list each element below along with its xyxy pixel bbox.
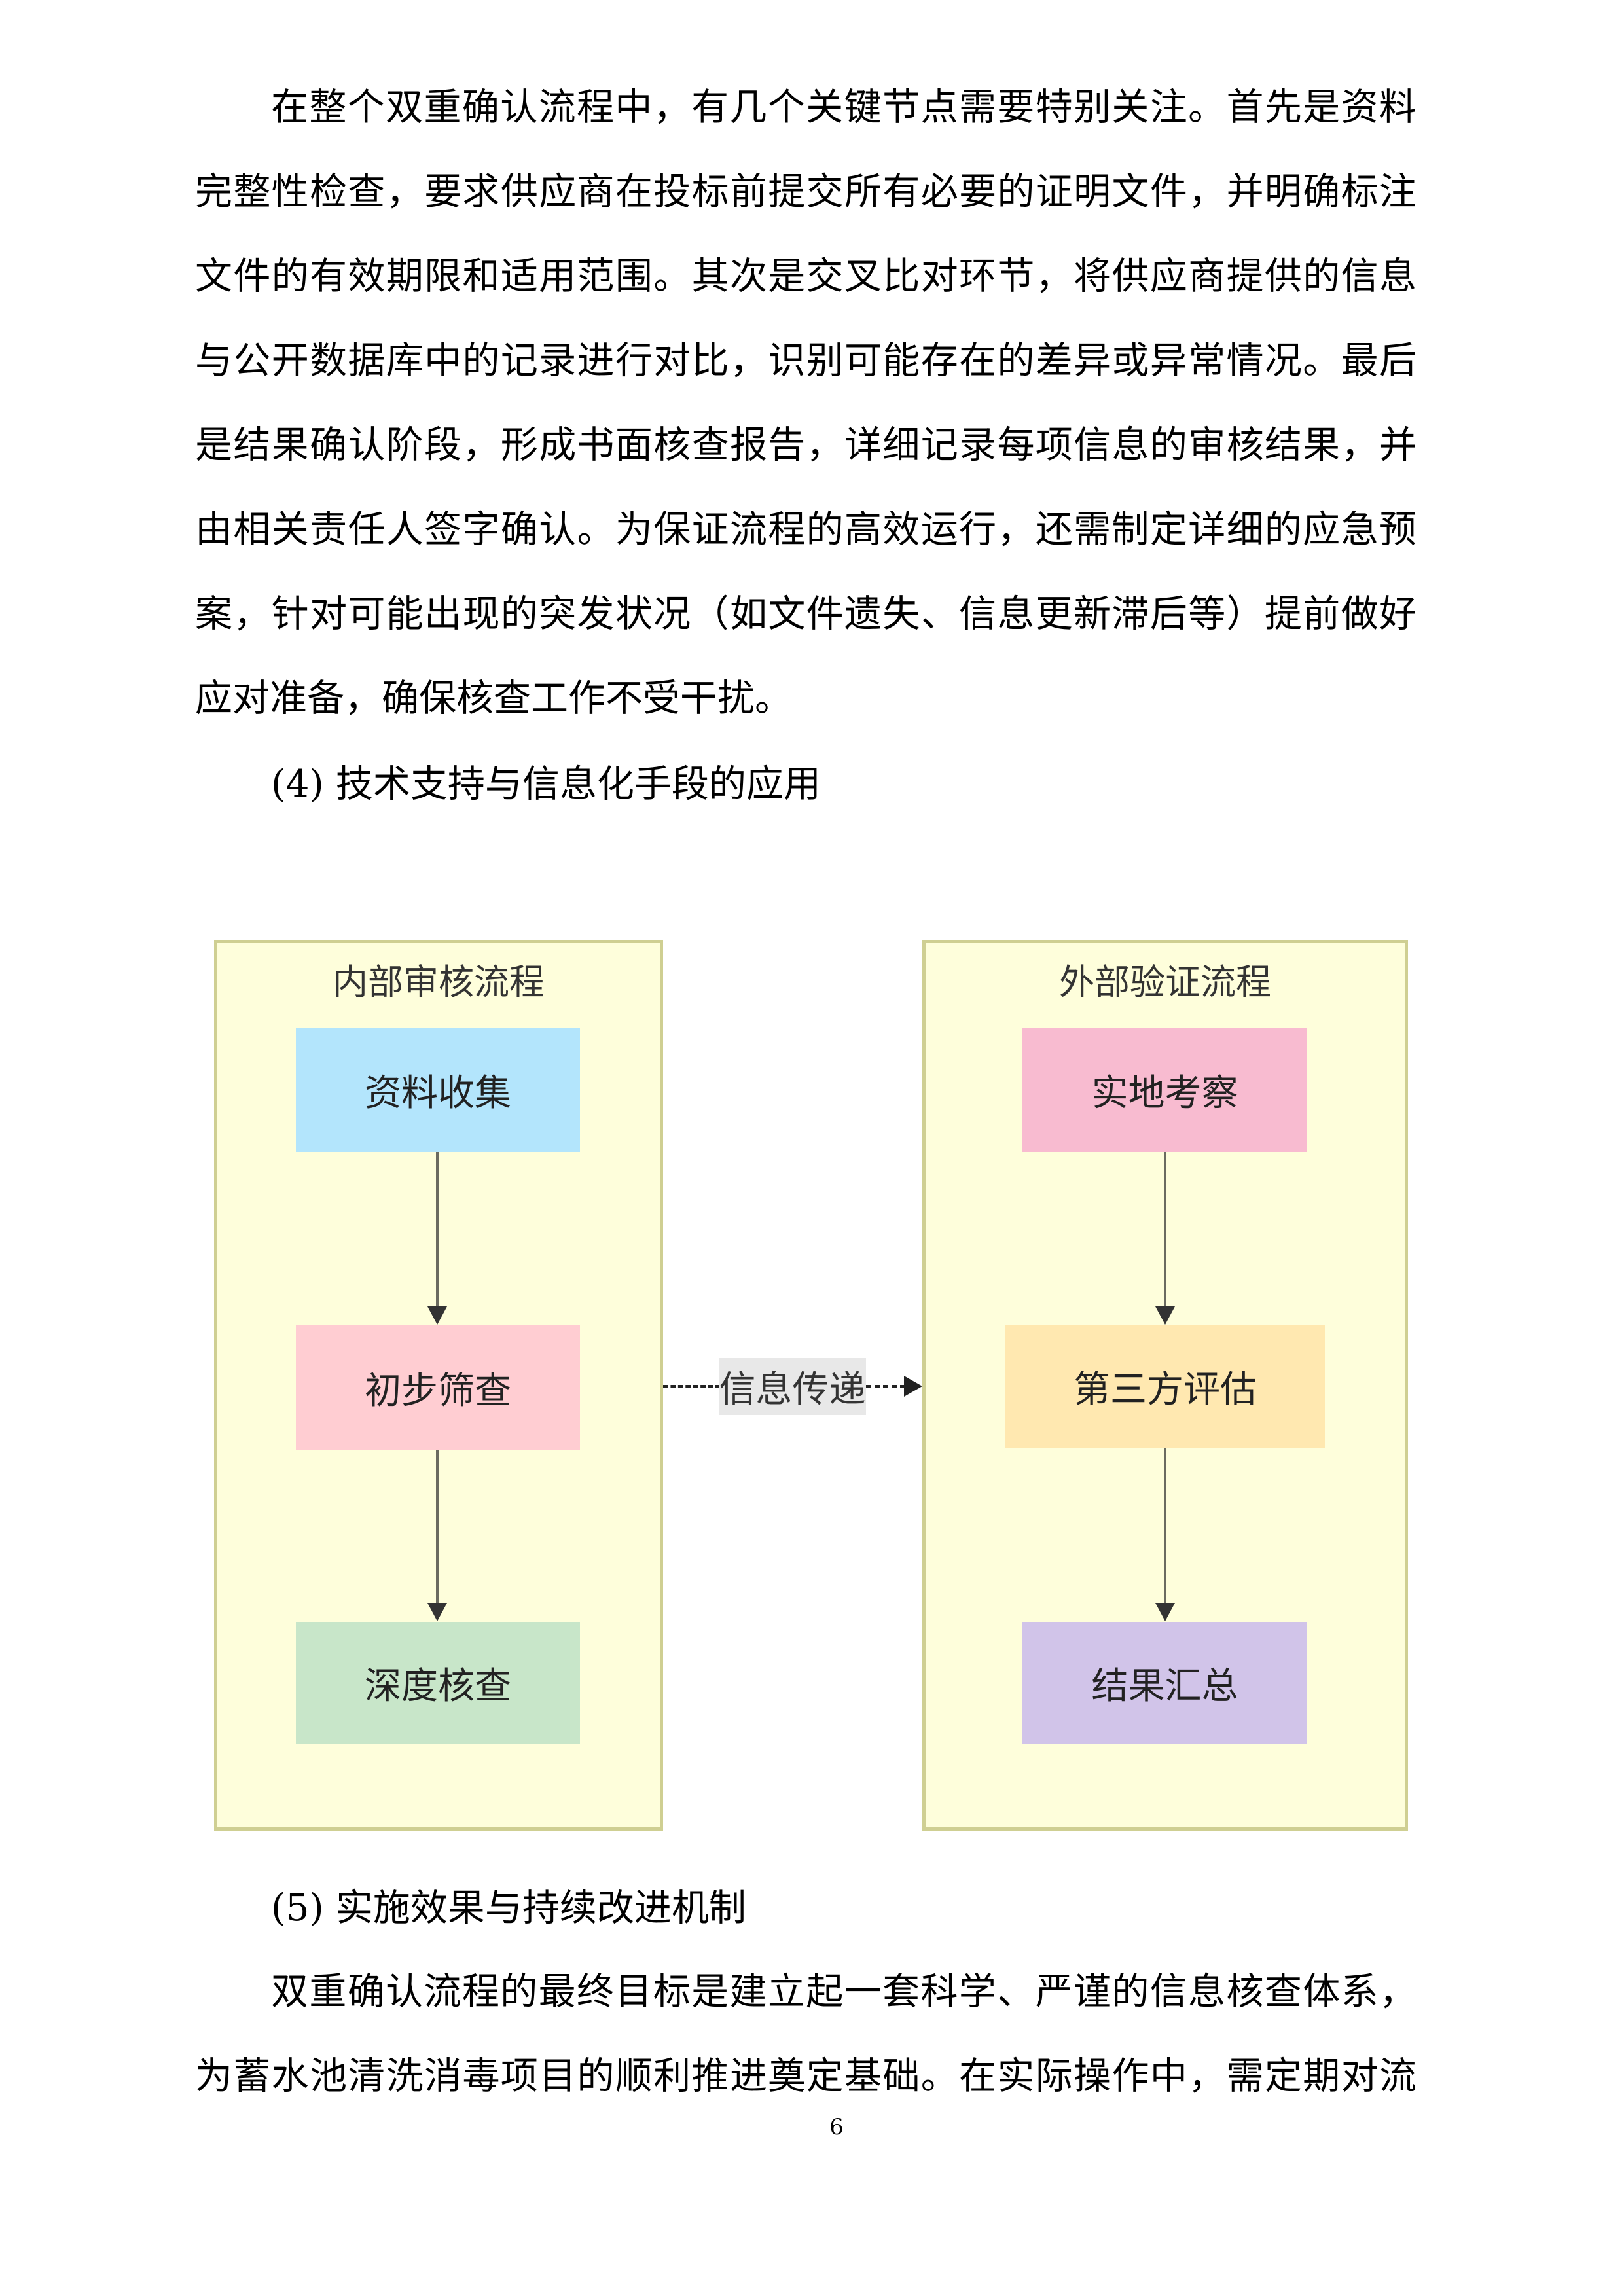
paragraph-line: 完整性检查，要求供应商在投标前提交所有必要的证明文件，并明确标注 [195,170,1416,213]
section-heading-4: (4) 技术支持与信息化手段的应用 [271,762,821,806]
section-heading-5: (5) 实施效果与持续改进机制 [271,1886,746,1929]
arrow-down-icon [1155,1603,1175,1621]
dashed-connector [866,1385,905,1388]
node-result-summary: 结果汇总 [1022,1622,1307,1744]
paragraph-line: 与公开数据库中的记录进行对比，识别可能存在的差异或异常情况。最后 [195,339,1416,382]
paragraph-line: 为蓄水池清洗消毒项目的顺利推进奠定基础。在实际操作中，需定期对流 [195,2054,1416,2098]
page-number: 6 [829,2114,844,2140]
node-in-depth-check: 深度核查 [296,1622,580,1744]
node-preliminary-screening: 初步筛查 [296,1325,580,1450]
paragraph-line: 文件的有效期限和适用范围。其次是交叉比对环节，将供应商提供的信息 [195,255,1416,298]
paragraph-line: 由相关责任人签字确认。为保证流程的高效运行，还需制定详细的应急预 [195,508,1416,551]
arrow-down-icon [1155,1306,1175,1325]
edge-line [436,1450,439,1605]
arrow-right-icon [904,1376,922,1397]
edge-line [1164,1152,1166,1309]
paragraph-line: 在整个双重确认流程中，有几个关键节点需要特别关注。首先是资料 [271,86,1416,129]
node-site-inspection: 实地考察 [1022,1028,1307,1152]
node-third-party-assessment: 第三方评估 [1005,1325,1325,1448]
paragraph-line: 案，针对可能出现的突发状况（如文件遗失、信息更新滞后等）提前做好 [195,592,1416,636]
arrow-down-icon [427,1603,447,1621]
node-data-collection: 资料收集 [296,1028,580,1152]
lane-title: 内部审核流程 [333,961,545,1003]
dashed-connector [663,1385,721,1388]
paragraph-line: 是结果确认阶段，形成书面核查报告，详细记录每项信息的审核结果，并 [195,423,1416,467]
lane-title: 外部验证流程 [1059,961,1271,1003]
paragraph-line: 双重确认流程的最终目标是建立起一套科学、严谨的信息核查体系， [271,1970,1416,2013]
arrow-down-icon [427,1306,447,1325]
edge-line [1164,1448,1166,1605]
connector-label: 信息传递 [719,1358,866,1415]
edge-line [436,1152,439,1309]
paragraph-line: 应对准备，确保核查工作不受干扰。 [195,677,792,720]
